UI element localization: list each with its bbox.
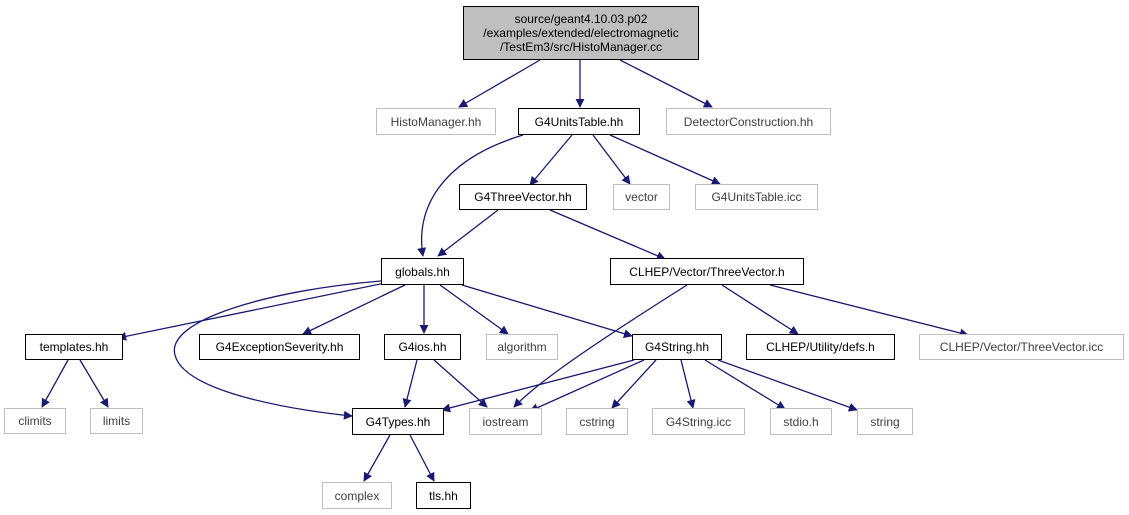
node-g4string-icc: G4String.icc [652,408,745,435]
node-templates-hh[interactable]: templates.hh [25,334,123,360]
edge-g4string-hh-g4types-hh [441,359,635,413]
edge-g4ios-hh-iostream [433,359,488,408]
edge-g4unitstable-hh-g4unitstable-icc [609,134,721,185]
node-g4types-hh[interactable]: G4Types.hh [352,408,444,435]
edge-g4ios-hh-g4types-hh [402,359,418,408]
edge-g4unitstable-hh-vector [592,134,631,185]
node-algorithm: algorithm [486,334,558,360]
node-iostream: iostream [469,408,542,435]
edge-templates-hh-limits [79,359,109,408]
edge-globals-hh-algorithm [439,284,509,335]
node-clhep-vector-threevector-h[interactable]: CLHEP/Vector/ThreeVector.h [610,258,804,285]
edge-g4string-hh-g4string-icc [680,359,696,409]
root-file-line-1: source/geant4.10.03.p02 [514,12,648,26]
node-g4unitstable-icc: G4UnitsTable.icc [695,184,818,210]
node-limits: limits [90,408,143,434]
edge-clhep-vector-threevector-h-clhep-utility-defs-h [721,284,799,335]
node-clhep-utility-defs-h[interactable]: CLHEP/Utility/defs.h [746,334,895,360]
edge-globals-hh-g4exceptionseverity-hh [302,284,406,335]
node-cstring: cstring [566,408,628,435]
root-file-node: source/geant4.10.03.p02 /examples/extend… [463,6,699,60]
edge-templates-hh-climits [41,359,69,408]
edge-g4string-hh-string [717,359,858,412]
node-globals-hh[interactable]: globals.hh [381,258,464,285]
edge-g4string-hh-cstring [611,359,657,409]
node-g4ios-hh[interactable]: G4ios.hh [384,334,461,360]
node-g4threevector-hh[interactable]: G4ThreeVector.hh [459,184,587,210]
node-clhep-vector-threevector-icc: CLHEP/Vector/ThreeVector.icc [919,334,1124,360]
node-detectorconstruction-hh: DetectorConstruction.hh [666,108,831,135]
node-g4string-hh[interactable]: G4String.hh [632,334,722,360]
node-vector: vector [613,184,670,210]
node-g4exceptionseverity-hh[interactable]: G4ExceptionSeverity.hh [199,334,360,360]
node-tls-hh[interactable]: tls.hh [416,482,471,509]
edge-g4types-hh-tls-hh [409,434,435,482]
edge-g4unitstable-hh-g4threevector-hh [529,134,573,186]
edge-clhep-vector-threevector-h-clhep-vector-threevector-icc [769,284,969,338]
edge-root-histomanager-hh [458,59,541,108]
edge-g4threevector-hh-clhep-vector-threevector-h [549,209,666,260]
node-histomanager-hh: HistoManager.hh [376,108,496,135]
node-stdio-h: stdio.h [770,408,832,435]
edge-clhep-vector-threevector-h-iostream [513,284,688,408]
edge-root-detectorconstruction-hh [619,59,713,108]
node-g4unitstable-hh[interactable]: G4UnitsTable.hh [518,108,640,135]
node-string: string [857,408,913,435]
edge-g4types-hh-complex [363,434,391,482]
edge-globals-hh-g4types-hh [173,280,382,420]
node-climits: climits [4,408,66,434]
edge-globals-hh-templates-hh [117,282,386,341]
edge-g4string-hh-stdio-h [704,359,786,410]
edge-globals-hh-g4string-hh [461,284,633,338]
edge-g4unitstable-hh-globals-hh [417,134,524,257]
edge-g4string-hh-iostream [529,359,645,412]
root-file-line-2: /examples/extended/electromagnetic [483,26,679,40]
root-file-line-3: /TestEm3/src/HistoManager.cc [499,40,663,54]
node-complex: complex [322,482,392,509]
edge-g4threevector-hh-globals-hh [437,209,499,257]
